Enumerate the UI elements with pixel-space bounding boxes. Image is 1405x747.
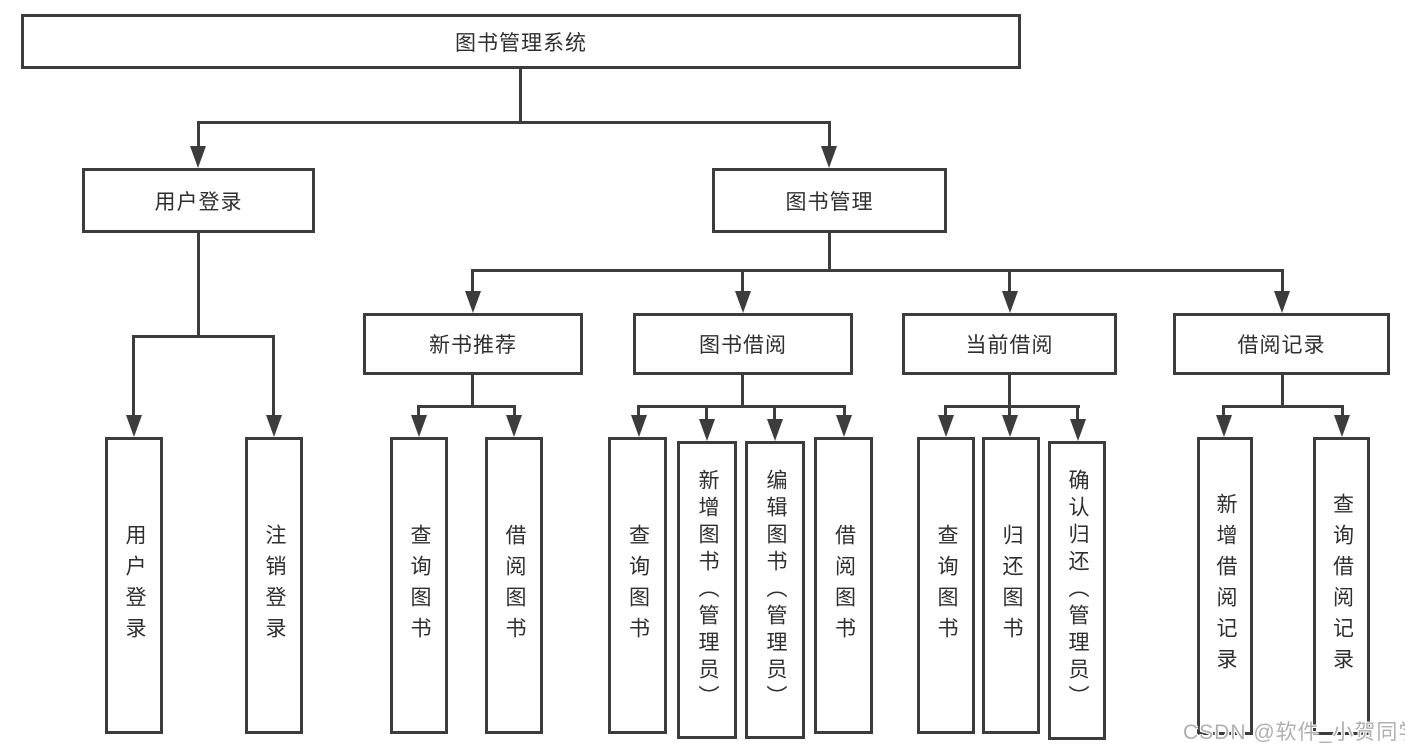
leaf-bb-add-books: 新增图书（管理员） [677,441,737,739]
leaf-user-login-label: 用户登录 [123,523,146,648]
connector-drop [705,405,708,421]
connector-user-login-stem [197,233,200,338]
node-borrow-records-label: 借阅记录 [1237,334,1326,357]
leaf-cb-query-books: 查询图书 [917,437,975,734]
arrow-down-icon [836,415,852,437]
leaf-logout-label: 注销登录 [263,523,286,648]
connector-book-mgmt-stem [828,233,831,272]
connector-drop [1341,405,1344,418]
arrow-down-icon [266,415,282,437]
connector-drop-book-borrow [741,269,744,295]
connector-drop [1076,405,1079,421]
arrow-down-icon [1070,419,1086,441]
arrow-down-icon [1334,415,1350,437]
arrow-down-icon [506,415,522,437]
leaf-bb-query-books: 查询图书 [608,437,667,734]
arrow-down-icon [126,415,142,437]
node-user-login-label: 用户登录 [154,190,243,214]
node-current-borrow-label: 当前借阅 [965,334,1054,357]
node-book-borrow: 图书借阅 [633,313,853,375]
connector-drop [843,405,846,418]
leaf-nb-query-books-label: 查询图书 [408,523,431,648]
connector-root-rail [197,121,831,124]
node-book-mgmt-label: 图书管理 [785,190,874,214]
connector-borrow-records-rail [1222,405,1344,408]
leaf-br-query-record: 查询借阅记录 [1313,437,1370,735]
connector-drop-book-mgmt [828,121,831,150]
arrow-down-icon [411,415,427,437]
connector-drop [773,405,776,421]
connector-book-borrow-rail [637,405,846,408]
node-root: 图书管理系统 [21,14,1021,69]
node-borrow-records: 借阅记录 [1173,313,1390,375]
node-user-login: 用户登录 [82,168,315,233]
connector-drop [637,405,640,418]
connector-drop-leaf-user-login [132,335,135,417]
arrow-down-icon [699,419,715,441]
connector-current-borrow-rail [944,405,1080,408]
connector-root-stem [519,69,522,123]
connector-drop [1008,405,1011,418]
node-new-book-recommend: 新书推荐 [363,313,583,375]
arrow-down-icon [1216,415,1232,437]
leaf-nb-borrow-books: 借阅图书 [485,437,543,734]
connector-drop [513,405,516,418]
leaf-bb-query-books-label: 查询图书 [626,523,650,648]
leaf-cb-return-books: 归还图书 [982,437,1040,734]
connector-drop-current-borrow [1008,269,1011,295]
leaf-bb-add-books-label: 新增图书（管理员） [696,468,719,712]
arrow-down-icon [190,146,206,168]
connector-drop [1222,405,1225,418]
node-root-label: 图书管理系统 [455,31,587,55]
connector-new-book-stem [471,375,474,408]
leaf-bb-borrow-books-label: 借阅图书 [832,523,856,648]
node-new-book-recommend-label: 新书推荐 [429,334,517,357]
leaf-logout: 注销登录 [245,437,303,734]
arrow-down-icon [631,415,647,437]
connector-user-login-rail [132,335,275,338]
leaf-br-add-record: 新增借阅记录 [1197,437,1253,735]
connector-drop-user-login [197,121,200,150]
connector-drop-new-book [471,269,474,295]
arrow-down-icon [735,291,751,313]
node-book-borrow-label: 图书借阅 [699,334,787,357]
node-current-borrow: 当前借阅 [902,313,1117,375]
leaf-cb-confirm-return: 确认归还（管理员） [1048,441,1106,740]
leaf-bb-borrow-books: 借阅图书 [814,437,873,734]
connector-new-book-rail [417,405,516,408]
arrow-down-icon [1002,415,1018,437]
connector-current-borrow-stem [1008,375,1011,408]
connector-drop-borrow-records [1281,269,1284,295]
connector-book-mgmt-rail [471,269,1284,272]
leaf-nb-query-books: 查询图书 [390,437,448,734]
connector-borrow-records-stem [1281,375,1284,408]
arrow-down-icon [821,146,837,168]
arrow-down-icon [465,291,481,313]
leaf-cb-return-books-label: 归还图书 [1000,523,1023,648]
connector-drop-leaf-logout [272,335,275,417]
arrow-down-icon [938,415,954,437]
connector-book-borrow-stem [741,375,744,408]
leaf-br-query-record-label: 查询借阅记录 [1330,493,1354,679]
node-book-mgmt: 图书管理 [712,168,947,233]
arrow-down-icon [767,419,783,441]
connector-drop [944,405,947,418]
leaf-cb-confirm-return-label: 确认归还（管理员） [1066,469,1089,712]
connector-drop [417,405,420,418]
leaf-nb-borrow-books-label: 借阅图书 [503,523,526,648]
csdn-watermark: CSDN @软件_小贺同学 [1183,721,1405,744]
arrow-down-icon [1274,291,1290,313]
leaf-user-login: 用户登录 [105,437,163,734]
leaf-bb-edit-books: 编辑图书（管理员） [745,441,805,739]
leaf-cb-query-books-label: 查询图书 [935,523,958,648]
leaf-br-add-record-label: 新增借阅记录 [1214,493,1237,679]
leaf-bb-edit-books-label: 编辑图书（管理员） [764,468,787,712]
arrow-down-icon [1002,291,1018,313]
